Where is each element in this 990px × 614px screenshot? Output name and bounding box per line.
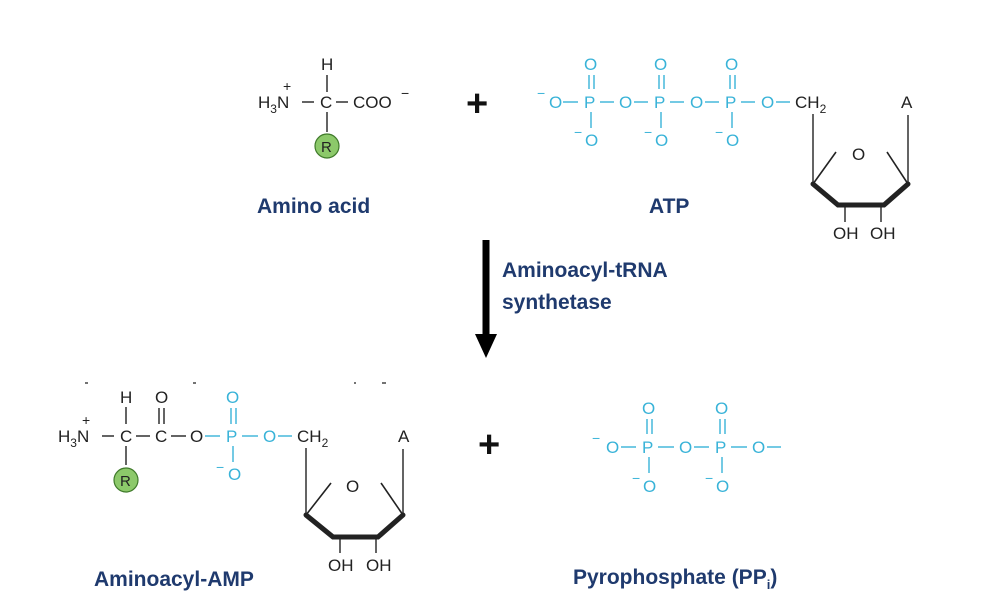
atp-oxygen: O (549, 93, 562, 112)
caption-pyrophosphate-close: ) (770, 566, 778, 589)
atp-oh-2: OH (833, 224, 859, 243)
atp-oxygen: O (654, 55, 667, 74)
caption-enzyme-line1: Aminoacyl-tRNA (502, 259, 668, 282)
ppi-minus: − (705, 470, 713, 486)
caption-amino-acid: Amino acid (257, 195, 371, 218)
caption-pyrophosphate-subscript: i (766, 577, 771, 592)
atp-terminal-minus: − (537, 85, 545, 101)
caption-pyrophosphate: Pyrophosphate (PPi) (573, 566, 777, 592)
atp-ch2: CH2 (795, 93, 827, 116)
reaction-arrow (475, 240, 497, 358)
ppi-oxygen: O (715, 399, 728, 418)
ppi-phosphorus-1: P (642, 438, 653, 457)
caption-pyrophosphate-main: Pyrophosphate (PP (573, 566, 767, 589)
atp-phosphorus-beta: P (654, 93, 665, 112)
caption-enzyme-line2: synthetase (502, 291, 612, 314)
aa-amp-oxygen: O (226, 388, 239, 407)
atp-oxygen: O (690, 93, 703, 112)
aa-amp-ring-oxygen: O (346, 477, 359, 496)
atp-oxygen: O (761, 93, 774, 112)
atp-ring-oxygen: O (852, 145, 865, 164)
ppi-oxygen: O (643, 477, 656, 496)
atp-oxygen: O (655, 131, 668, 150)
aa-amp-r-group (113, 467, 139, 493)
aa-amp-alpha-carbon: C (120, 427, 132, 446)
aa-amp-phosphorus: P (226, 427, 237, 446)
amino-acid-charge-minus: − (401, 85, 409, 101)
aa-amp-oh-2: OH (328, 556, 354, 575)
ppi-oxygen: O (716, 477, 729, 496)
pyrophosphate-structure: − O P O O − O P O O − O (592, 399, 781, 496)
amino-acid-alpha-carbon: C (320, 93, 332, 112)
caption-aminoacyl-amp: Aminoacyl-AMP (94, 568, 254, 591)
amino-acid-structure: H H3N + C COO − R (258, 55, 409, 159)
atp-oh-3: OH (870, 224, 896, 243)
atp-oxygen: O (585, 131, 598, 150)
atp-minus: − (715, 124, 723, 140)
atp-phosphorus-alpha: P (725, 93, 736, 112)
ppi-minus: − (632, 470, 640, 486)
atp-oxygen: O (725, 55, 738, 74)
aa-amp-oh-3: OH (366, 556, 392, 575)
caption-atp: ATP (649, 195, 690, 218)
amino-acid-amine: H3N (258, 93, 289, 116)
aminoacyl-amp-structure: H3N + C H R C O O P O O − O CH2 A O (58, 382, 410, 575)
aa-amp-amine: H3N (58, 427, 89, 450)
plus-sign-bottom: + (478, 424, 500, 466)
aa-amp-minus: − (216, 459, 224, 475)
atp-phosphorus-gamma: P (584, 93, 595, 112)
atp-oxygen: O (619, 93, 632, 112)
ppi-oxygen: O (752, 438, 765, 457)
plus-sign-top: + (466, 83, 488, 125)
aa-amp-oxygen: O (263, 427, 276, 446)
atp-adenine-label: A (901, 93, 913, 112)
atp-minus: − (574, 124, 582, 140)
atp-structure: − O P O O − O P O O − O P O O − O CH2 A (537, 55, 913, 243)
ppi-bridge-oxygen: O (679, 438, 692, 457)
ppi-phosphorus-2: P (715, 438, 726, 457)
aa-amp-r-label: R (120, 473, 131, 490)
amino-acid-r-label: R (321, 139, 332, 156)
aa-amp-ch2: CH2 (297, 427, 329, 450)
aa-amp-oxygen: O (228, 465, 241, 484)
aa-amp-ester-oxygen: O (190, 427, 203, 446)
atp-minus: − (644, 124, 652, 140)
ppi-oxygen: O (606, 438, 619, 457)
amino-acid-h: H (321, 55, 333, 74)
aa-amp-carbonyl-carbon: C (155, 427, 167, 446)
amino-acid-r-group (314, 133, 340, 159)
amino-acid-charge-plus: + (283, 78, 291, 94)
atp-oxygen: O (584, 55, 597, 74)
atp-oxygen: O (726, 131, 739, 150)
aa-amp-h: H (120, 388, 132, 407)
aa-amp-carbonyl-oxygen: O (155, 388, 168, 407)
amino-acid-carboxylate: COO (353, 93, 392, 112)
ppi-minus: − (592, 430, 600, 446)
aa-amp-charge-plus: + (82, 412, 90, 428)
ppi-oxygen: O (642, 399, 655, 418)
aa-amp-adenine-label: A (398, 427, 410, 446)
